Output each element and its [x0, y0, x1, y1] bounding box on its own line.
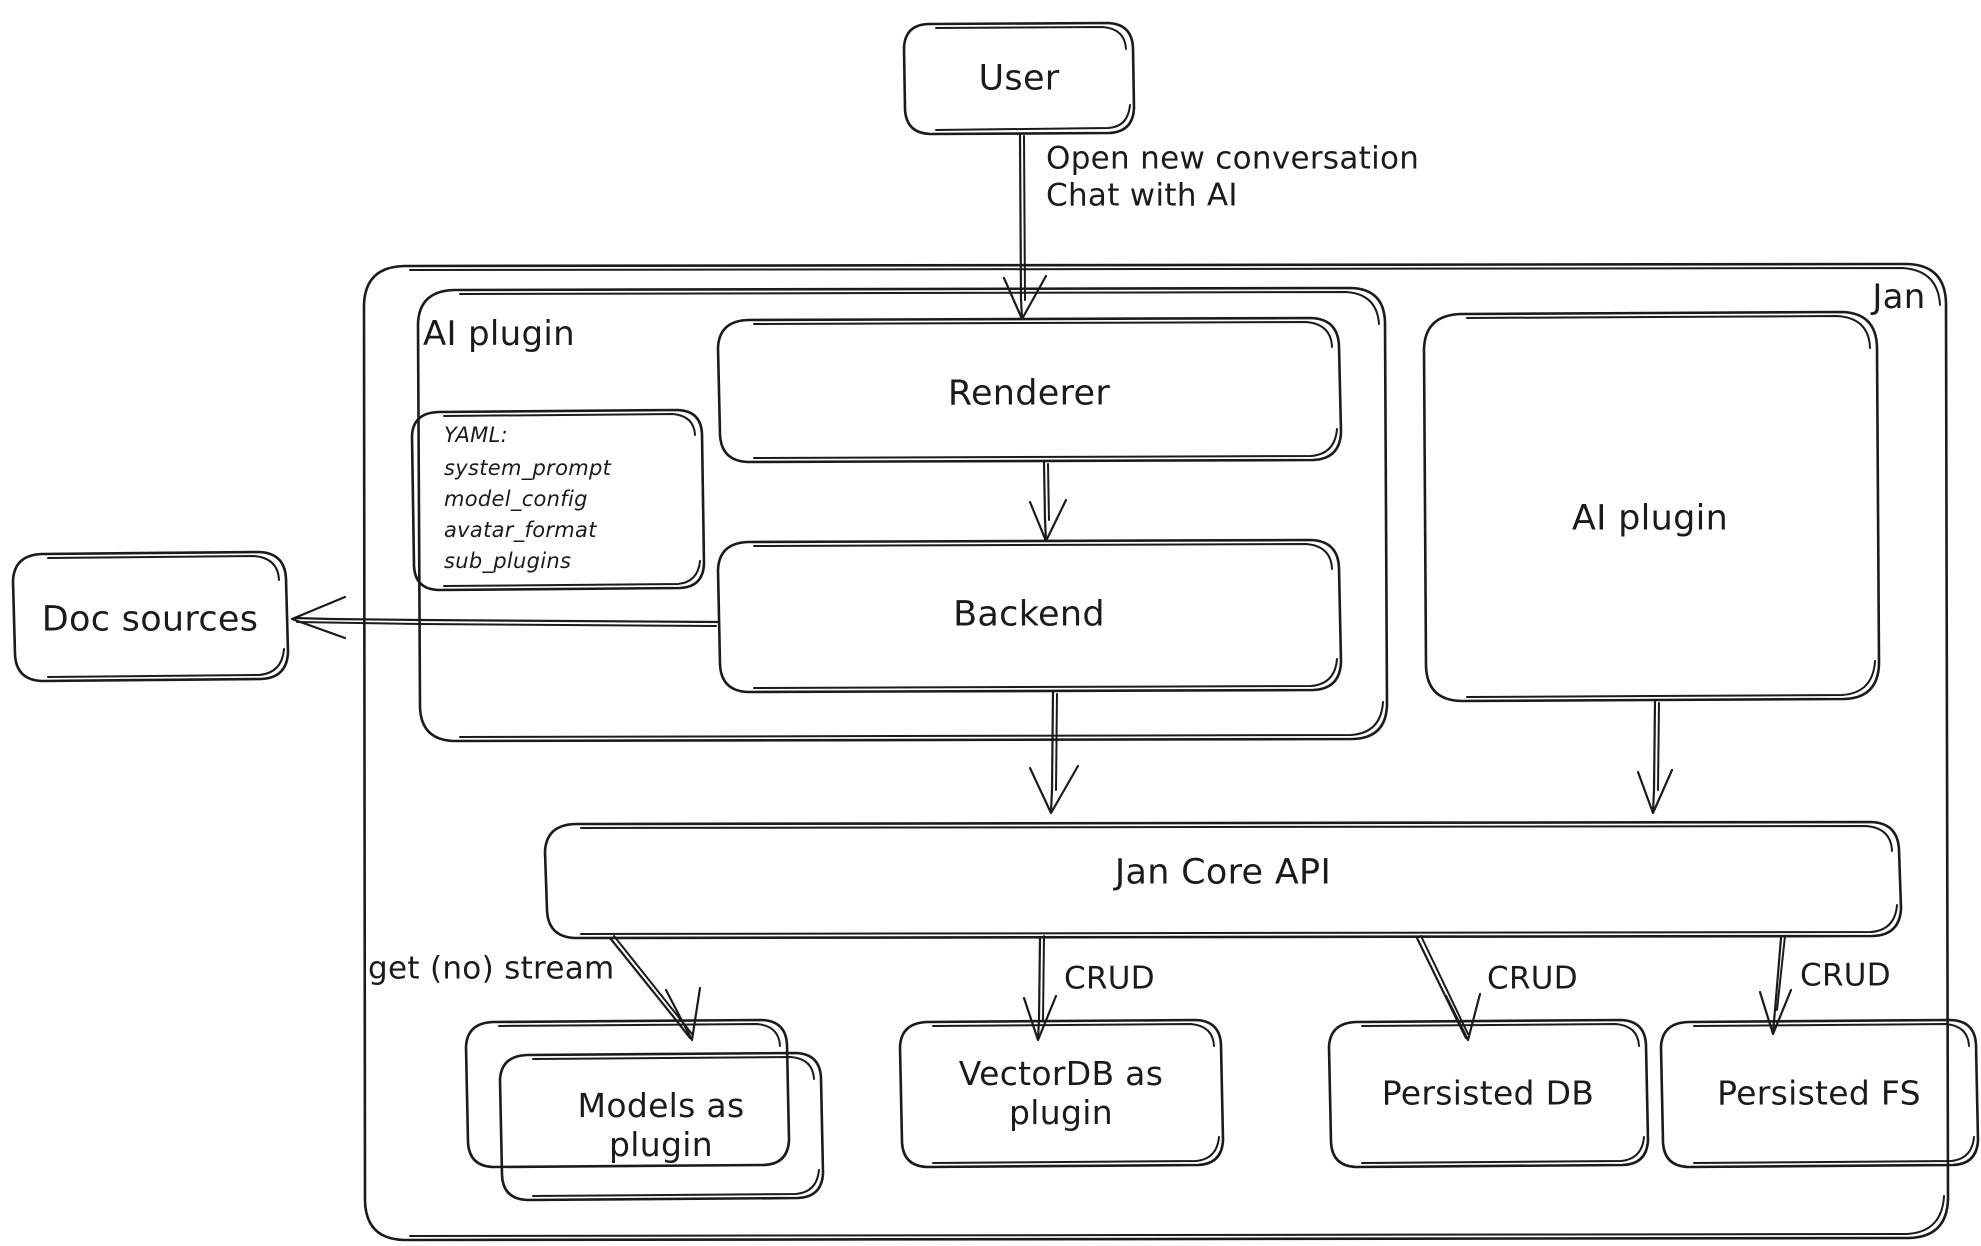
yaml-card-heading: YAML: [444, 423, 508, 448]
node-vectordb-label: VectorDB as plugin [958, 1054, 1164, 1132]
edge-jan-core-to-models-label: get (no) stream [368, 950, 615, 987]
edge-jan-core-to-persisted-fs-label: CRUD [1800, 957, 1891, 994]
group-ai-plugin-label: AI plugin [423, 313, 575, 354]
node-models-label: Models as plugin [577, 1086, 745, 1164]
node-persisted-fs-outline [1659, 1018, 1980, 1169]
node-ai-plugin-right-outline [1422, 310, 1881, 703]
edge-renderer-to-backend [1028, 460, 1068, 543]
edge-user-to-renderer-label: Open new conversation Chat with AI [1046, 140, 1419, 213]
node-vectordb-outline [898, 1018, 1225, 1169]
yaml-card-item-1: model_config [444, 487, 588, 512]
node-jan-core-api-outline [543, 820, 1903, 940]
yaml-card-item-2: avatar_format [444, 518, 597, 543]
node-backend-label: Backend [953, 594, 1105, 635]
node-backend-outline [716, 538, 1343, 694]
edge-jan-core-to-persisted-fs [1758, 935, 1793, 1036]
node-user-outline [902, 21, 1136, 136]
node-doc-sources-outline [11, 550, 290, 683]
group-ai-plugin-outline [416, 286, 1389, 743]
node-doc-sources-label: Doc sources [41, 599, 259, 640]
node-user-label: User [978, 58, 1060, 99]
node-jan-core-api-label: Jan Core API [1114, 852, 1332, 893]
node-persisted-db-label: Persisted DB [1381, 1073, 1595, 1113]
node-ai-plugin-right-label: AI plugin [1571, 498, 1729, 539]
node-renderer-label: Renderer [947, 373, 1111, 414]
edge-backend-to-doc-sources [290, 595, 720, 640]
edge-user-to-renderer-line1: Open new conversation Chat with AI [1046, 140, 1420, 213]
edge-ai-plugin-right-to-jan-core-api [1636, 699, 1674, 815]
node-persisted-db-outline [1327, 1018, 1650, 1169]
group-jan-outline [362, 262, 1950, 1242]
node-models-outline [464, 1018, 825, 1202]
edge-jan-core-to-vectordb-label: CRUD [1064, 960, 1155, 997]
group-jan-label: Jan [1872, 276, 1926, 317]
edge-backend-to-jan-core-api [1028, 690, 1080, 815]
yaml-card-item-3: sub_plugins [444, 549, 572, 574]
node-persisted-fs-label: Persisted FS [1717, 1073, 1921, 1113]
node-renderer-outline [716, 316, 1343, 464]
yaml-card-outline [410, 408, 706, 592]
edge-user-to-renderer [1002, 132, 1048, 321]
edge-jan-core-to-persisted-db-label: CRUD [1487, 960, 1578, 997]
yaml-card-item-0: system_prompt [444, 456, 612, 481]
